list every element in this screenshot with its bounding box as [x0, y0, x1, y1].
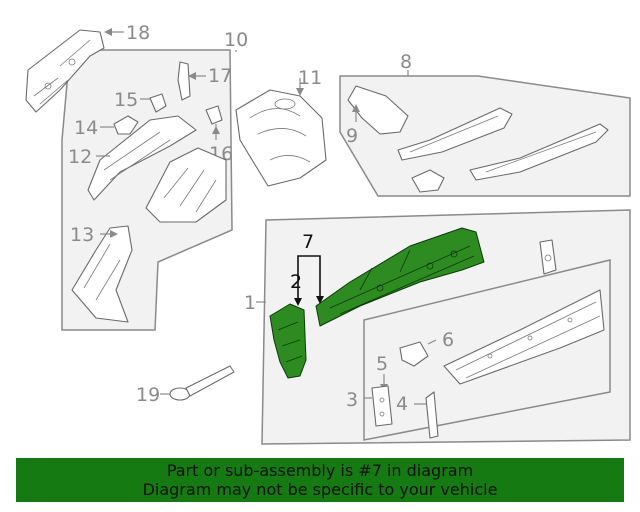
part-inner-apron[interactable] [145, 147, 227, 223]
callout-7[interactable]: 7 [302, 231, 314, 253]
part-6-bracket[interactable] [399, 341, 429, 367]
callout-12[interactable]: 12 [68, 146, 92, 168]
callout-18[interactable]: 18 [126, 22, 150, 44]
callout-2[interactable]: 2 [290, 271, 302, 293]
callout-17[interactable]: 17 [208, 65, 232, 87]
callout-10[interactable]: 10 [224, 29, 248, 51]
callout-6[interactable]: 6 [442, 329, 454, 351]
callout-13[interactable]: 13 [70, 224, 94, 246]
callout-14[interactable]: 14 [74, 117, 98, 139]
part-17-gusset[interactable] [177, 61, 191, 101]
callout-3[interactable]: 3 [346, 389, 358, 411]
part-19-plug[interactable] [169, 365, 235, 401]
part-3-plate[interactable] [371, 385, 393, 427]
callout-4[interactable]: 4 [396, 393, 408, 415]
part-12-apron[interactable] [87, 115, 197, 201]
part-15-clip[interactable] [149, 93, 167, 113]
panel-group-8 [339, 75, 631, 197]
callout-9[interactable]: 9 [346, 125, 358, 147]
callout-19[interactable]: 19 [136, 384, 160, 406]
part-4-bracket[interactable] [425, 391, 439, 439]
callout-1[interactable]: 1 [244, 292, 256, 314]
info-banner: Part or sub-assembly is #7 in diagram Di… [16, 458, 624, 502]
callout-8[interactable]: 8 [400, 51, 412, 73]
banner-line-2: Diagram may not be specific to your vehi… [142, 480, 498, 499]
part-7-front-side-member[interactable] [315, 227, 485, 327]
part-upper-rail[interactable] [397, 107, 513, 161]
callout-11[interactable]: 11 [298, 67, 322, 89]
part-18-bracket[interactable] [25, 29, 105, 113]
part-16-clip[interactable] [205, 105, 223, 125]
banner-line-1: Part or sub-assembly is #7 in diagram [166, 461, 474, 480]
part-gusset-plate[interactable] [539, 239, 557, 275]
part-11-wheelhouse[interactable] [235, 89, 327, 187]
part-14-bracket[interactable] [113, 115, 139, 135]
callout-15[interactable]: 15 [114, 89, 138, 111]
part-2-front-side-member-extension[interactable] [269, 303, 307, 379]
part-small-bracket[interactable] [411, 169, 445, 193]
part-lower-rail[interactable] [469, 123, 609, 181]
callout-5[interactable]: 5 [376, 353, 388, 375]
part-lower-side-rail[interactable] [443, 289, 605, 385]
part-13-pillar[interactable] [71, 225, 133, 323]
part-9-extension[interactable] [347, 85, 409, 135]
